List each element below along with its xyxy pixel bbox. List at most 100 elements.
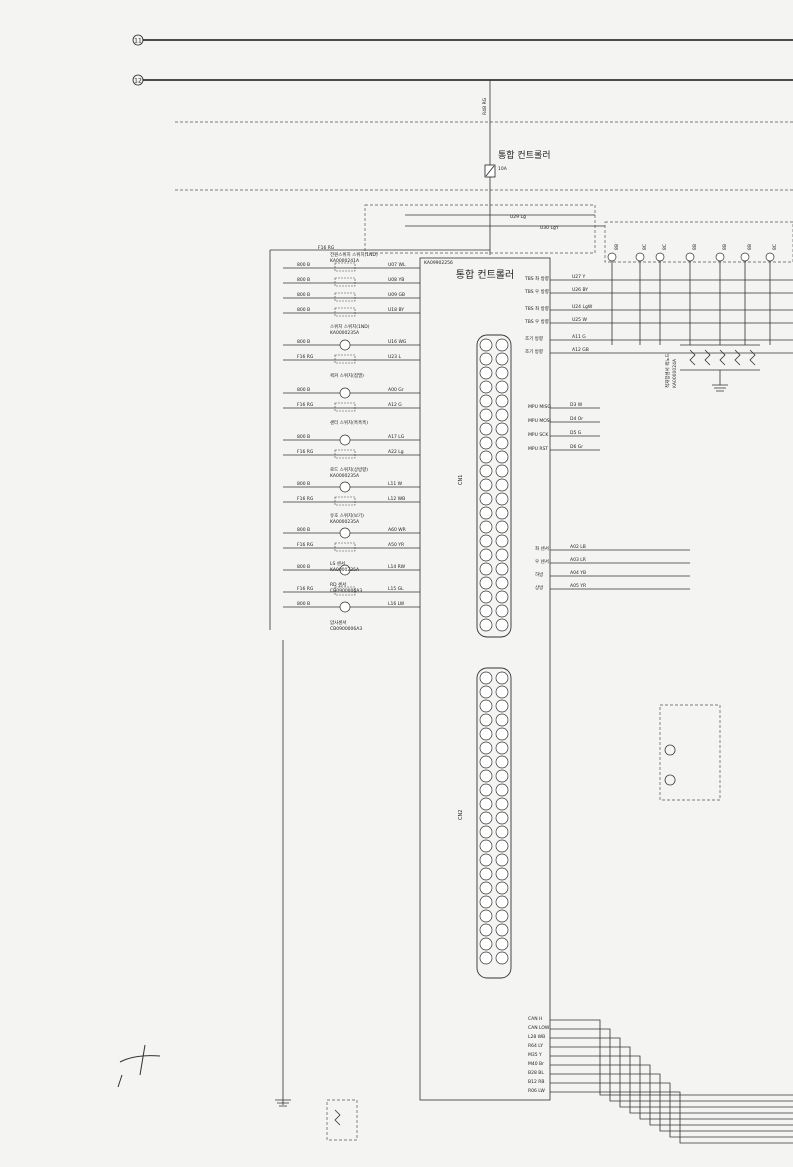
cn2-pin — [495, 895, 509, 909]
fuse-rating: 10A — [498, 166, 508, 172]
cn1-pin — [495, 590, 509, 604]
lower-wire-code: A03 LR — [570, 557, 586, 563]
cn2-pin — [495, 685, 509, 699]
relay-label: 8B — [747, 244, 753, 250]
switch-contact — [334, 277, 356, 287]
left-wire-code: 800 B — [297, 387, 310, 393]
cn2-pin — [479, 937, 493, 951]
left-wire-code: 800 B — [297, 564, 310, 570]
cn1-pin — [479, 604, 493, 618]
controller-title: 통합 컨트롤러 — [456, 269, 514, 281]
controller: 통합 컨트롤러 KA09902256 CN1 CN2 — [419, 257, 551, 1101]
bus-marker-12: 12 — [134, 78, 142, 85]
left-wire-code: F16 RG — [297, 496, 314, 502]
mid-wire-code: U23 L — [388, 354, 401, 360]
cn1-pin — [479, 506, 493, 520]
lower-pin-label: 하방 — [535, 571, 543, 578]
mpu-pin-label: MPU SCK — [528, 432, 549, 438]
output-wire-code: U26 BY — [572, 287, 588, 293]
lower-wire-code: A04 YB — [570, 570, 586, 576]
cn2-pin — [495, 881, 509, 895]
output-pin-label: TBS 우 방향 — [524, 288, 549, 295]
relay-label: 8B — [722, 244, 728, 250]
cn1-pin — [495, 604, 509, 618]
relay-symbol — [765, 252, 775, 262]
cn2-pin — [495, 727, 509, 741]
cn1-pin — [495, 450, 509, 464]
wire-u30: U30 LgY — [540, 225, 559, 231]
output-pin-label: 조기 방향 — [525, 335, 543, 342]
connector-cn1 — [476, 334, 512, 638]
can-label: L28 WB — [528, 1034, 545, 1040]
left-wire-code: F16 RG — [297, 402, 314, 408]
mid-wire-code: L14 RW — [388, 564, 406, 570]
switch-contact — [334, 307, 356, 317]
can-wire — [550, 1019, 793, 1096]
switch-contact — [334, 542, 356, 552]
cn1-pin — [495, 394, 509, 408]
cn1-pin — [479, 408, 493, 422]
cn1-pin — [479, 380, 493, 394]
switch-label: 전원스위치 스위치(1ND) — [330, 251, 378, 258]
output-wire-code: A11 G — [572, 334, 586, 340]
lower-wire-code: A05 YR — [570, 583, 586, 589]
bus-marker-11: 11 — [134, 38, 142, 45]
fuse-title: 통합 컨트롤러 — [498, 150, 551, 161]
left-wire-code: 800 B — [297, 292, 310, 298]
connector-cn2 — [476, 667, 512, 979]
cn1-pin — [479, 534, 493, 548]
cn2-pin — [479, 769, 493, 783]
cn1-pin — [495, 520, 509, 534]
mid-wire-code: U16 WG — [388, 339, 407, 345]
cn2-pin — [479, 839, 493, 853]
cn2-pin — [479, 951, 493, 965]
switch-label: 퀵커 스위치(점멸) — [330, 372, 364, 379]
cn1-pin — [479, 576, 493, 590]
relay-label: 8C — [642, 244, 648, 250]
can-wire — [550, 1046, 793, 1114]
can-wire — [550, 1082, 793, 1138]
can-wire — [550, 1037, 793, 1108]
cn2-pin — [479, 923, 493, 937]
relay-coils — [664, 744, 676, 786]
mid-wire-code: U09 GB — [388, 292, 405, 298]
cn1-pin — [495, 422, 509, 436]
can-label: R06 LW — [528, 1088, 545, 1094]
cn1-pin — [495, 338, 509, 352]
left-wire-code: 800 B — [297, 262, 310, 268]
cn2-pin — [479, 783, 493, 797]
cn1-pin — [495, 562, 509, 576]
mid-wire-code: A17 LG — [388, 434, 405, 440]
mpu-wire-code: D6 Gr — [570, 444, 583, 450]
connector-cn2-label: CN2 — [458, 810, 464, 820]
mpu-wire-code: D3 W — [570, 402, 583, 408]
cn2-pin — [479, 699, 493, 713]
output-pin-label: TBS 좌 방향 — [524, 275, 549, 282]
relay-symbol — [715, 252, 725, 262]
relay-symbol — [740, 252, 750, 262]
cn2-pin — [495, 769, 509, 783]
left-wire-code: 800 B — [297, 601, 310, 607]
can-label: R64 LY — [528, 1043, 543, 1049]
cn2-pin — [495, 713, 509, 727]
mid-wire-code: A00 Gr — [388, 387, 404, 393]
mid-wire-code: L11 W — [388, 481, 403, 487]
switch-label: LS 센서 — [330, 560, 345, 567]
left-wire-code: 800 B — [297, 307, 310, 313]
cn2-pin — [495, 755, 509, 769]
cn2-pin — [495, 923, 509, 937]
cn1-pin — [495, 534, 509, 548]
left-wire-code: F16 RG — [297, 542, 314, 548]
cn1-pin — [479, 394, 493, 408]
lower-wire-code: A02 LB — [570, 544, 586, 550]
switch-label: 압사센서 — [330, 619, 347, 626]
switch-part: KA0000241A — [330, 258, 360, 264]
cn1-pin — [479, 492, 493, 506]
switch-label: RD 센서 — [330, 581, 346, 588]
